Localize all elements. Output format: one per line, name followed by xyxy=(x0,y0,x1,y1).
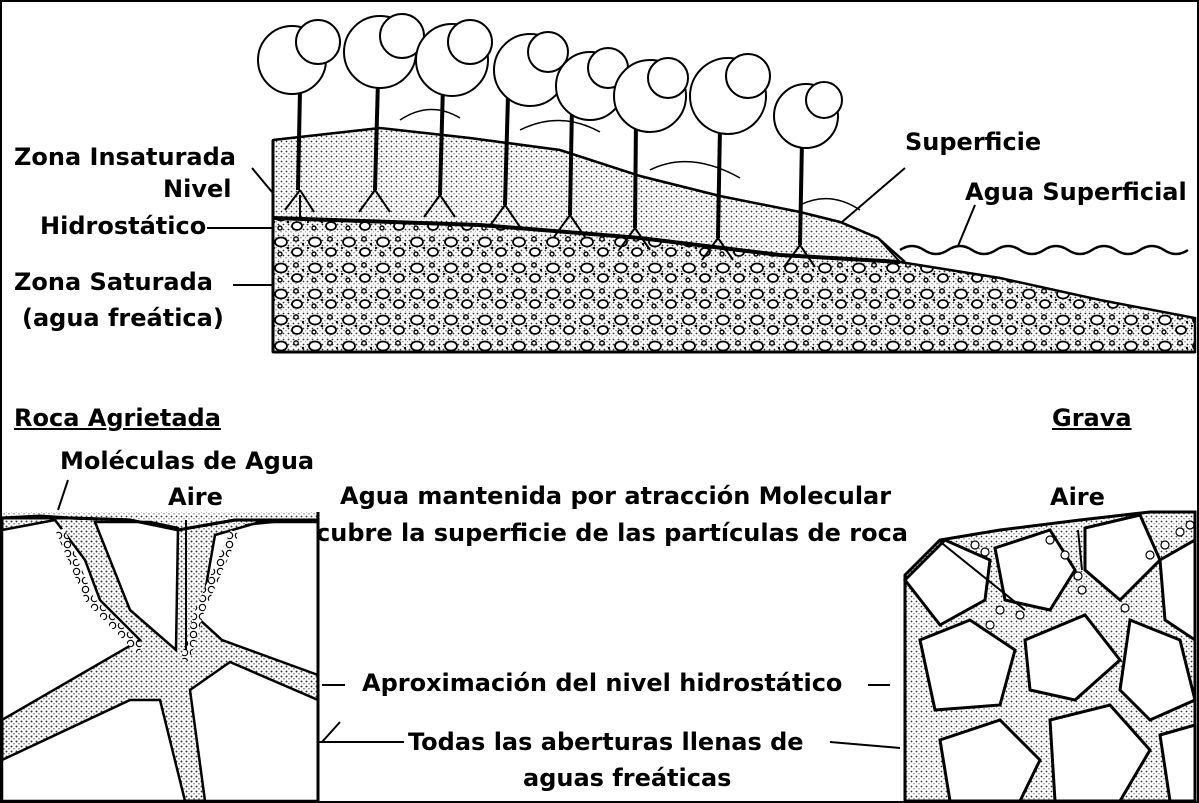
saturated-zone-label: Zona Saturada xyxy=(14,270,213,294)
water-table-label-line1: Nivel xyxy=(163,177,231,201)
water-molecules-label: Moléculas de Agua xyxy=(60,449,314,473)
air-label-right: Aire xyxy=(1050,485,1105,509)
air-label-left: Aire xyxy=(168,485,223,509)
cross-section xyxy=(273,109,1195,352)
held-water-label-line1: Agua mantenida por atracción Molecular xyxy=(340,484,891,508)
groundwater-label: (agua freática) xyxy=(22,306,224,330)
surface-water-label: Agua Superficial xyxy=(965,180,1187,204)
fractured-rock-title: Roca Agrietada xyxy=(14,406,221,430)
surface-water-waves xyxy=(900,246,1188,254)
water-table-label-line2: Hidrostático xyxy=(40,214,206,238)
held-water-label-line2: cubre la superficie de las partículas de… xyxy=(316,521,908,545)
gravel-title: Grava xyxy=(1052,406,1132,430)
fractured-rock-illustration xyxy=(2,512,318,801)
unsaturated-zone-label: Zona Insaturada xyxy=(14,145,236,169)
openings-label-line1: Todas las aberturas llenas de xyxy=(408,730,804,754)
openings-label-line2: aguas freáticas xyxy=(523,766,731,790)
gravel-illustration xyxy=(905,512,1195,801)
water-table-approx-label: Aproximación del nivel hidrostático xyxy=(362,671,842,695)
surface-label: Superficie xyxy=(905,130,1041,154)
